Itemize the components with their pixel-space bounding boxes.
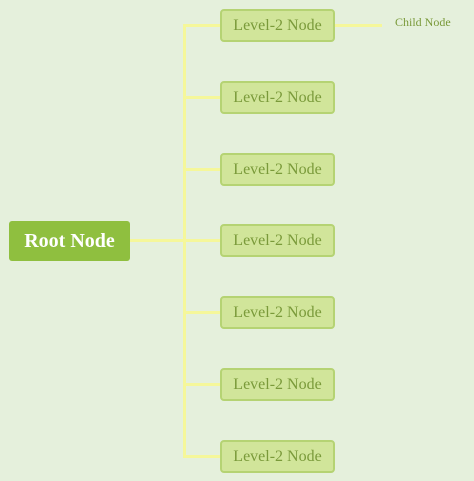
connector-branch-1	[183, 24, 220, 27]
connector-child-1	[335, 24, 382, 27]
root-node[interactable]: Root Node	[9, 221, 130, 261]
level2-node-3[interactable]: Level-2 Node	[220, 153, 335, 186]
connector-branch-4	[183, 239, 220, 242]
level2-node-2[interactable]: Level-2 Node	[220, 81, 335, 114]
level2-node-5[interactable]: Level-2 Node	[220, 296, 335, 329]
connector-branch-2	[183, 96, 220, 99]
child-node-1[interactable]: Child Node	[395, 15, 451, 29]
connector-branch-5	[183, 311, 220, 314]
connector-branch-7	[183, 455, 220, 458]
connector-root-trunk	[130, 239, 184, 242]
level2-node-6[interactable]: Level-2 Node	[220, 368, 335, 401]
level2-node-7[interactable]: Level-2 Node	[220, 440, 335, 473]
level2-node-1[interactable]: Level-2 Node	[220, 9, 335, 42]
connector-branch-6	[183, 383, 220, 386]
connector-branch-3	[183, 168, 220, 171]
level2-node-4[interactable]: Level-2 Node	[220, 224, 335, 257]
